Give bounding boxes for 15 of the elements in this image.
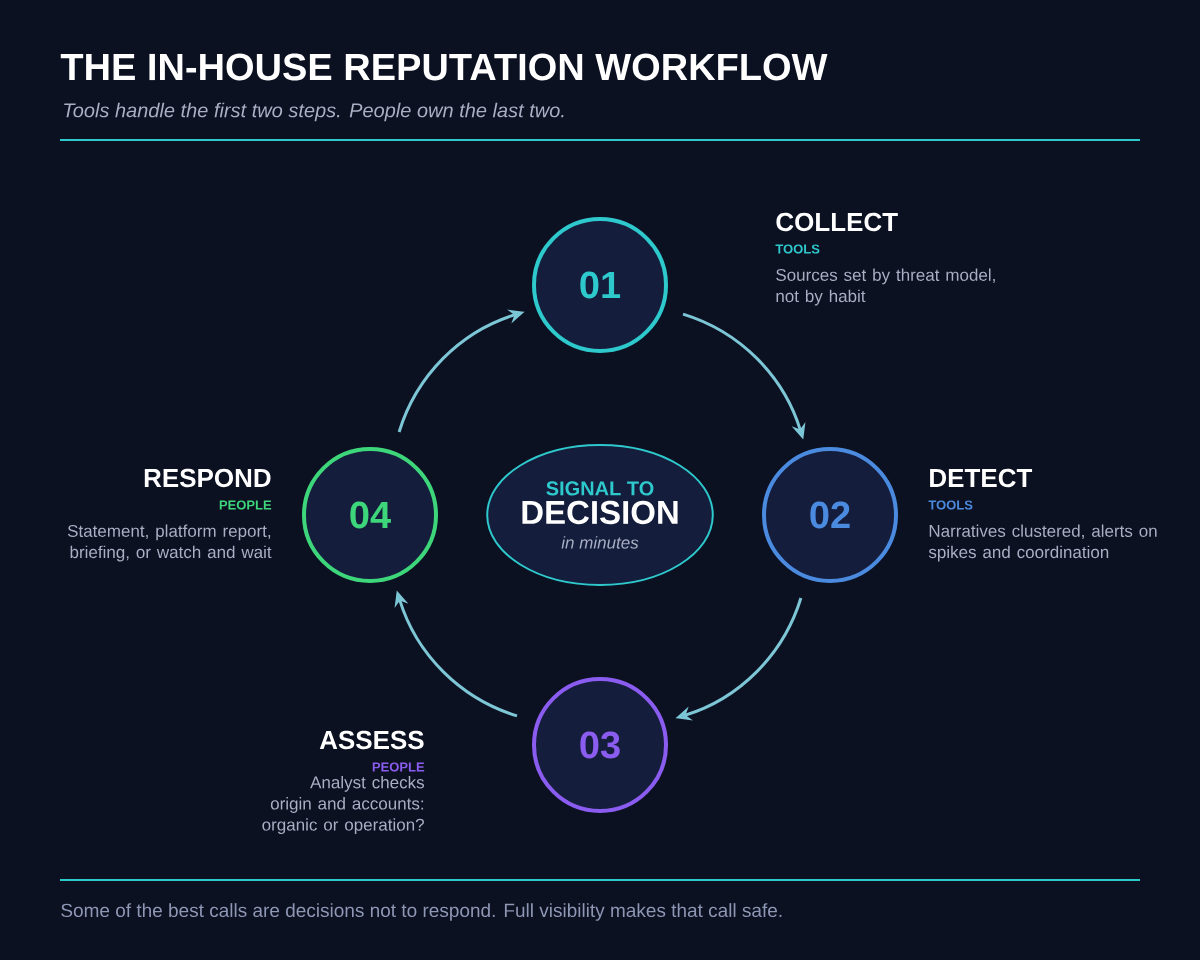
step-heading: COLLECT (776, 212, 898, 232)
tag: PEOPLE (219, 500, 272, 510)
title: THE IN-HOUSE REPUTATION WORKFLOW (60, 53, 828, 81)
step-description: Analyst checks origin and accounts: organic or operation? (262, 775, 424, 835)
step-description: Sources set by threat model, not by habit (776, 268, 995, 306)
subtitle: Tools handle the first two steps. People own the last two. (64, 102, 564, 122)
footer-note: Some of the best calls are decisions not to respond. Full visibility makes that call safe. (61, 903, 782, 921)
step-heading: DETECT (930, 468, 1033, 488)
tag: TOOLS (928, 500, 973, 510)
tag: TOOLS (775, 244, 820, 254)
step-description: Statement, platform report, briefing, or watch and wait (67, 524, 272, 562)
tag: PEOPLE (372, 762, 425, 772)
step-heading: ASSESS (319, 730, 424, 750)
step-description: Narratives clustered, alerts on spikes and coordination (928, 524, 1157, 562)
step-heading: RESPOND (144, 468, 271, 488)
